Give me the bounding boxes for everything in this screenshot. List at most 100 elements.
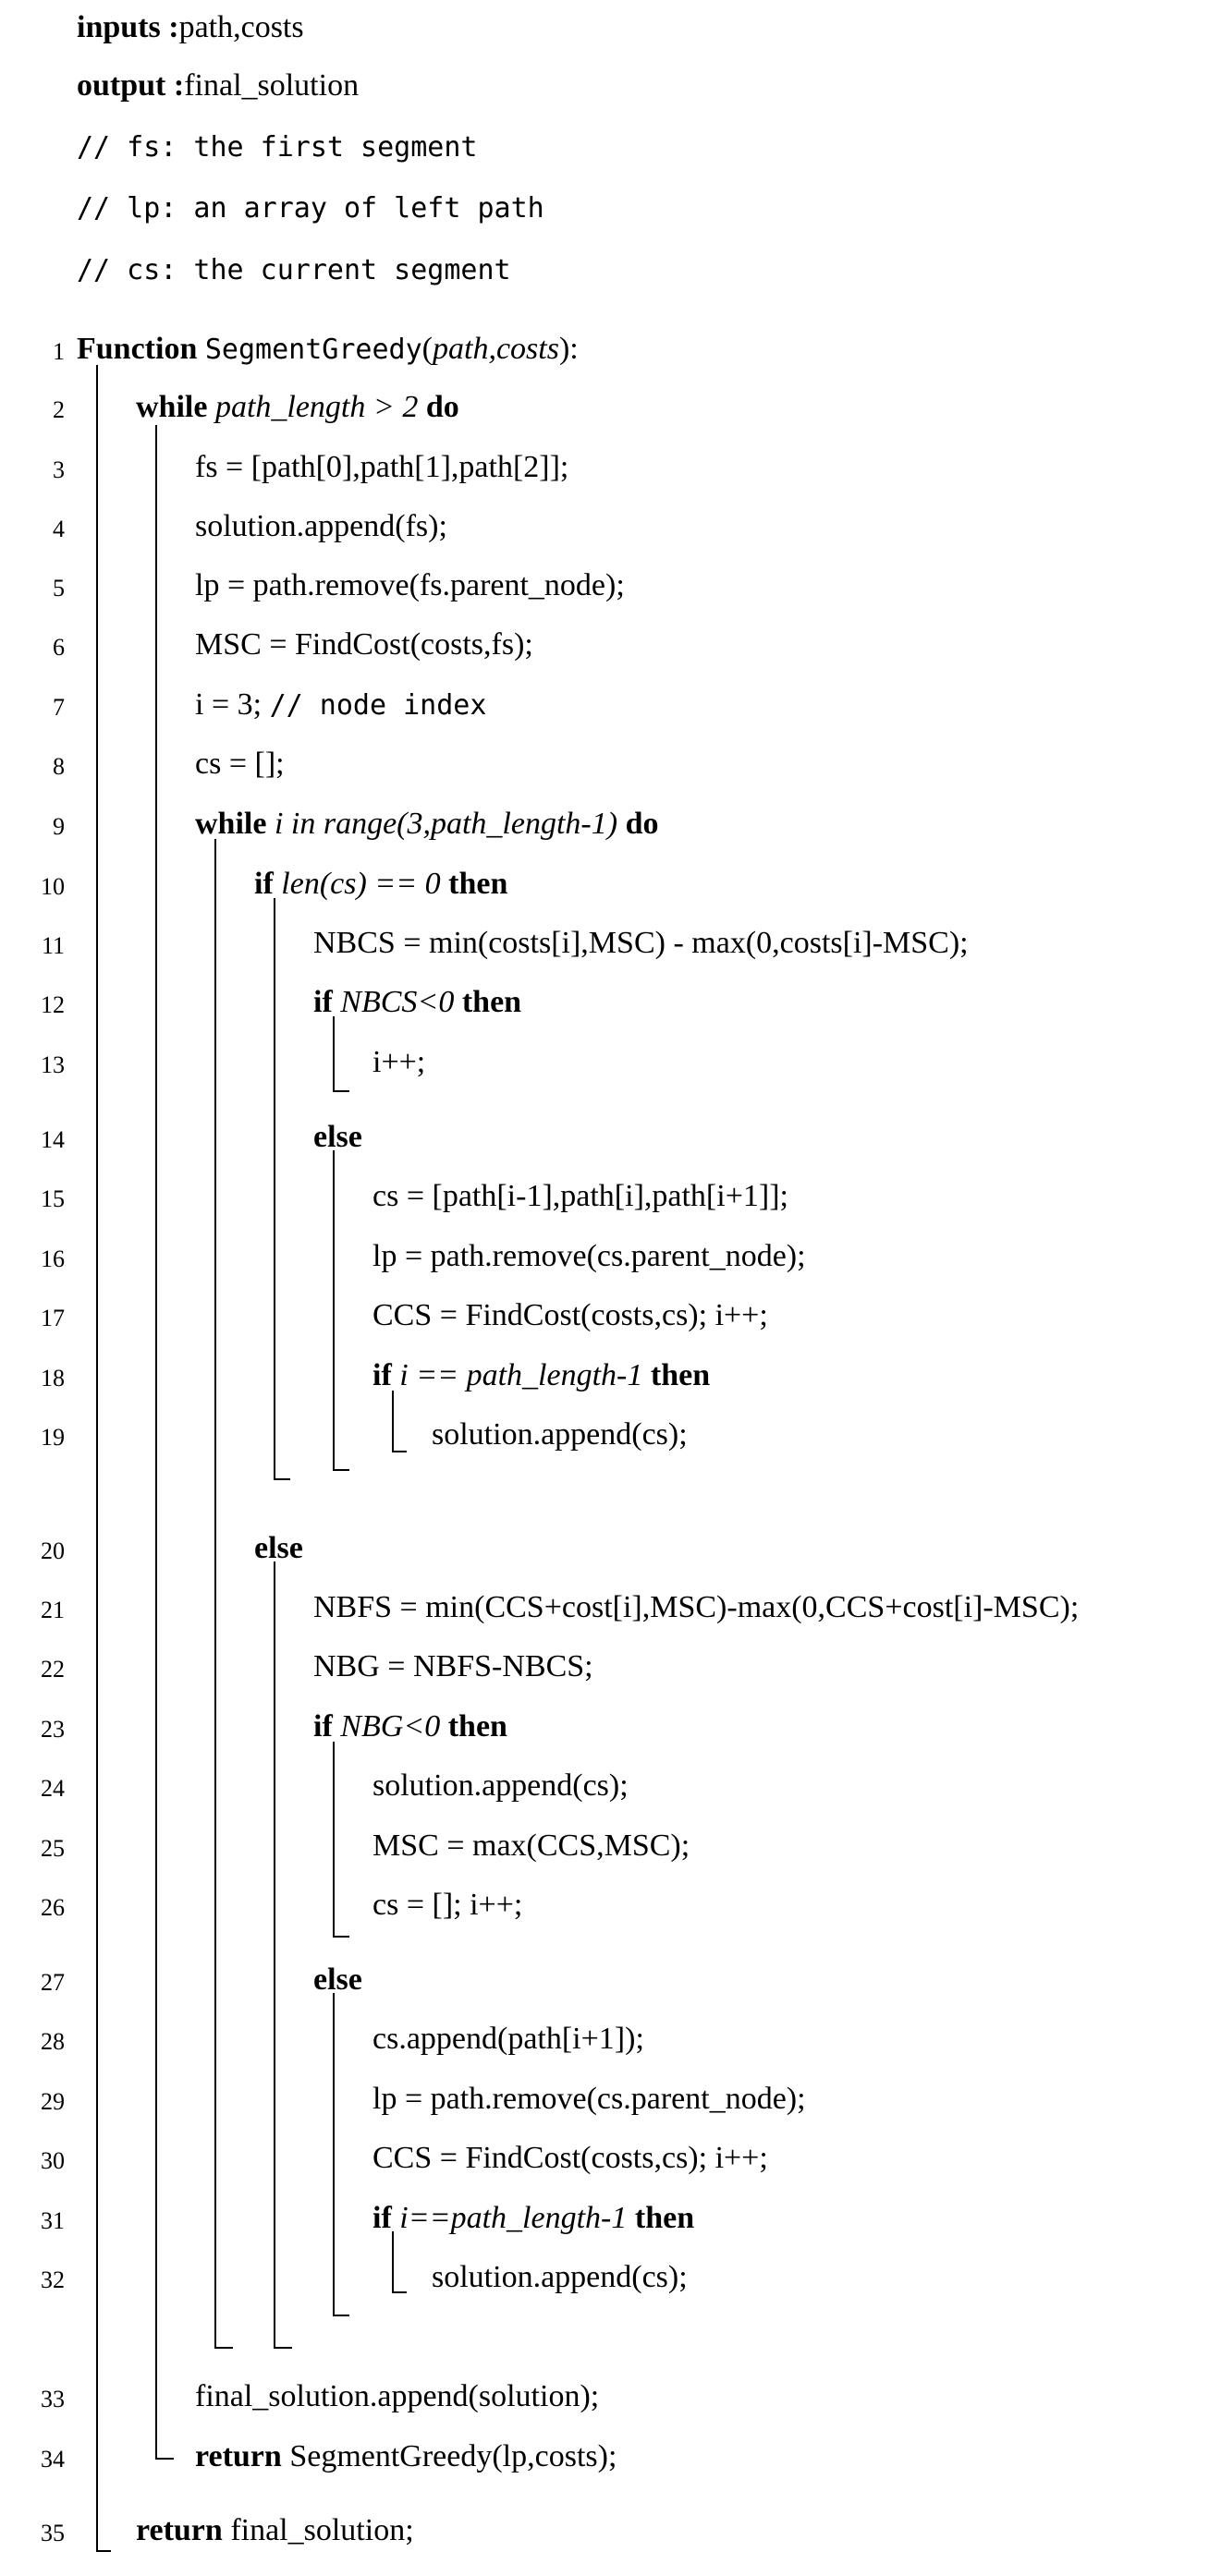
- token: MSC = FindCost(costs,fs);: [195, 627, 533, 662]
- line-number: 10: [41, 873, 65, 900]
- line-number: 31: [41, 2207, 65, 2234]
- token: then: [448, 867, 508, 901]
- token: NBG<0: [340, 1709, 448, 1744]
- line-number: 16: [41, 1245, 65, 1272]
- line-number: 33: [41, 2386, 65, 2412]
- code-line: solution.append(cs);: [432, 2259, 688, 2296]
- block-end-tick: [333, 1469, 349, 1471]
- code-line: NBCS = min(costs[i],MSC) - max(0,costs[i…: [313, 925, 969, 962]
- token: while: [136, 390, 215, 424]
- line-number: 19: [41, 1424, 65, 1451]
- token: else: [313, 1962, 362, 1997]
- line-number: 3: [53, 456, 65, 483]
- token: MSC = max(CCS,MSC);: [372, 1829, 690, 1863]
- token: then: [650, 1358, 711, 1392]
- code-line: lp = path.remove(cs.parent_node);: [372, 1238, 806, 1275]
- token: if: [372, 2201, 400, 2235]
- code-line: i = 3; // node index: [195, 687, 486, 724]
- token: (: [421, 332, 433, 366]
- code-line: lp = path.remove(cs.parent_node);: [372, 2081, 806, 2118]
- header-line: // fs: the first segment: [77, 128, 477, 166]
- token: return: [195, 2439, 290, 2473]
- block-end-tick: [392, 1451, 407, 1452]
- header-line: // cs: the current segment: [77, 251, 511, 289]
- line-number: 14: [41, 1126, 65, 1153]
- block-line: [392, 2231, 394, 2291]
- token: NBFS = min(CCS+cost[i],MSC)-max(0,CCS+co…: [313, 1590, 1080, 1624]
- token: cs = [path[i-1],path[i],path[i+1]];: [372, 1179, 788, 1213]
- code-line: return SegmentGreedy(lp,costs);: [195, 2438, 617, 2475]
- code-line: while i in range(3,path_length-1) do: [195, 806, 659, 843]
- block-end-tick: [96, 2550, 111, 2552]
- line-number: 22: [41, 1656, 65, 1683]
- token: lp = path.remove(cs.parent_node);: [372, 1239, 806, 1273]
- token: // fs: the first segment: [77, 131, 478, 164]
- line-number: 2: [53, 396, 65, 423]
- token: Function: [77, 332, 205, 366]
- line-number: 6: [53, 634, 65, 661]
- line-number: 29: [41, 2088, 65, 2115]
- token: path_length > 2: [214, 390, 426, 424]
- line-number: 24: [41, 1775, 65, 1802]
- token: len(cs) == 0: [281, 867, 449, 901]
- header-line: inputs :path,costs: [77, 9, 304, 46]
- token: path,costs: [178, 10, 304, 44]
- token: :: [165, 68, 185, 103]
- line-number: 23: [41, 1716, 65, 1743]
- token: // lp: an array of left path: [77, 192, 544, 225]
- token: CCS = FindCost(costs,cs); i++;: [372, 2141, 768, 2175]
- block-line: [392, 1391, 394, 1451]
- line-number: 25: [41, 1835, 65, 1862]
- line-number: 32: [41, 2266, 65, 2293]
- code-line: CCS = FindCost(costs,cs); i++;: [372, 2140, 768, 2177]
- token: i == path_length-1: [399, 1358, 651, 1392]
- token: i = 3;: [195, 687, 270, 722]
- token: i in range(3,path_length-1): [274, 807, 626, 841]
- code-line: cs = [path[i-1],path[i],path[i+1]];: [372, 1178, 788, 1215]
- token: solution.append(fs);: [195, 509, 447, 543]
- block-line: [333, 1742, 335, 1936]
- block-end-tick: [214, 2347, 233, 2349]
- line-number: 1: [53, 338, 65, 365]
- token: i++;: [372, 1045, 426, 1079]
- token: i==path_length-1: [399, 2201, 635, 2235]
- block-end-tick: [333, 2315, 349, 2316]
- code-line: fs = [path[0],path[1],path[2]];: [195, 449, 568, 486]
- token: output: [77, 68, 166, 103]
- code-line: NBFS = min(CCS+cost[i],MSC)-max(0,CCS+co…: [313, 1589, 1079, 1626]
- code-line: i++;: [372, 1044, 425, 1081]
- line-number: 15: [41, 1185, 65, 1212]
- token: while: [195, 807, 275, 841]
- block-end-tick: [155, 2458, 174, 2460]
- code-line: if i==path_length-1 then: [372, 2200, 694, 2237]
- line-number: 28: [41, 2028, 65, 2055]
- token: solution.append(cs);: [372, 1768, 629, 1803]
- code-line: lp = path.remove(fs.parent_node);: [195, 567, 625, 604]
- block-end-tick: [392, 2291, 407, 2293]
- line-number: 17: [41, 1305, 65, 1331]
- code-line: if NBCS<0 then: [313, 984, 521, 1021]
- token: cs = []; i++;: [372, 1888, 523, 1922]
- token: NBCS = min(costs[i],MSC) - max(0,costs[i…: [313, 926, 969, 960]
- token: else: [254, 1531, 303, 1565]
- code-line: cs.append(path[i+1]);: [372, 2021, 644, 2058]
- token: path,costs: [433, 332, 559, 366]
- token: cs.append(path[i+1]);: [372, 2022, 644, 2056]
- code-line: if len(cs) == 0 then: [254, 866, 507, 903]
- block-end-tick: [333, 1936, 349, 1938]
- code-line: if NBG<0 then: [313, 1708, 507, 1745]
- line-number: 30: [41, 2147, 65, 2174]
- line-number: 5: [53, 575, 65, 601]
- line-number: 4: [53, 516, 65, 542]
- code-line: CCS = FindCost(costs,cs); i++;: [372, 1297, 768, 1334]
- token: SegmentGreedy(lp,costs);: [289, 2439, 617, 2473]
- token: cs = [];: [195, 747, 285, 781]
- line-number: 35: [41, 2520, 65, 2546]
- line-number: 27: [41, 1969, 65, 1996]
- token: NBCS<0: [340, 985, 462, 1019]
- token: NBG = NBFS-NBCS;: [313, 1649, 593, 1683]
- code-line: cs = [];: [195, 746, 285, 783]
- code-line: else: [254, 1530, 303, 1567]
- token: then: [447, 1709, 507, 1744]
- line-number: 34: [41, 2446, 65, 2473]
